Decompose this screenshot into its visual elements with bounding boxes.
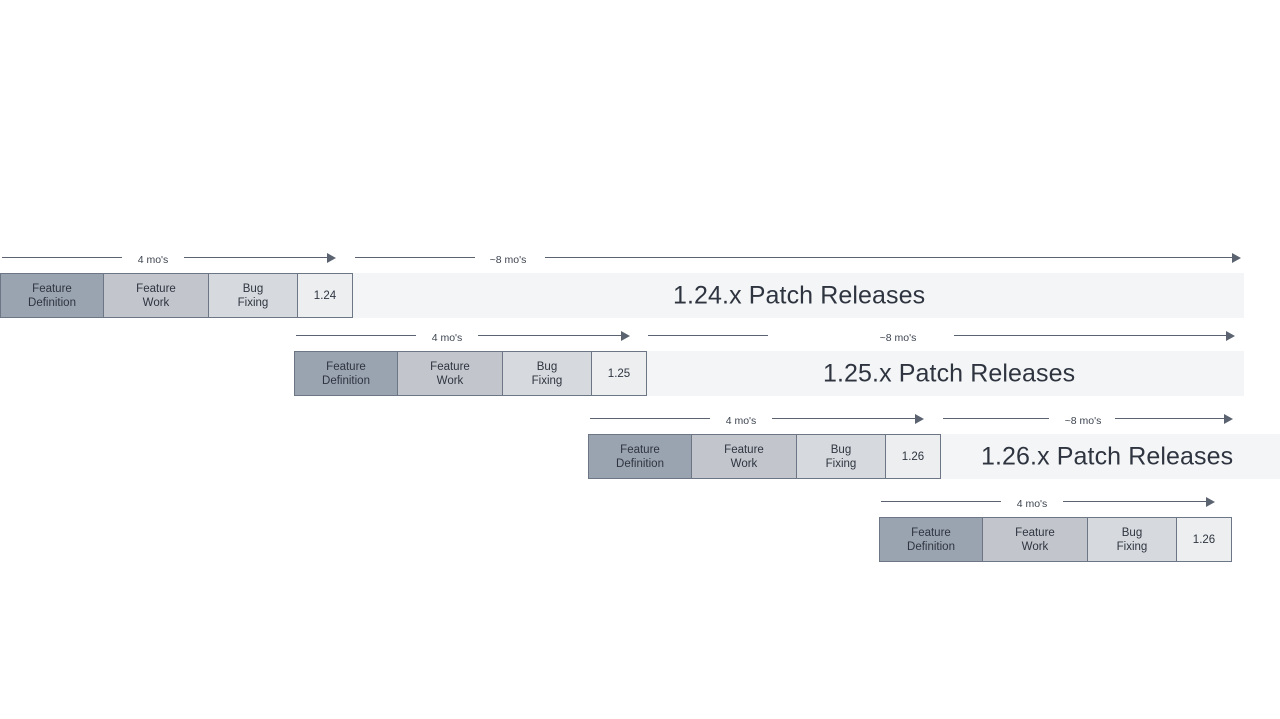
dev-duration-label: 4 mo's bbox=[428, 333, 466, 343]
measure-line-right bbox=[478, 335, 622, 336]
phase-label-line1: Feature bbox=[32, 282, 72, 295]
phase-bug-fixing-124[interactable]: Bug Fixing bbox=[209, 274, 298, 317]
phase-feature-definition-125[interactable]: Feature Definition bbox=[295, 352, 398, 395]
version-label-126: 1.26 bbox=[901, 450, 925, 463]
phase-feature-definition-127[interactable]: Feature Definition bbox=[880, 518, 983, 561]
patch-duration-measure-124: ~8 mo's bbox=[355, 248, 1243, 266]
arrow-head-icon bbox=[1232, 252, 1241, 263]
version-label-127: 1.26 bbox=[1192, 533, 1216, 546]
arrow-head-icon bbox=[1226, 330, 1235, 341]
release-row-126: 4 mo's ~8 mo's 1.26.x Patch Releases Fea… bbox=[0, 409, 1280, 489]
phase-label-line1: Feature bbox=[326, 360, 366, 373]
arrow-head-icon bbox=[1224, 413, 1233, 424]
dev-duration-label: 4 mo's bbox=[722, 416, 760, 426]
patch-release-label-126: 1.26.x Patch Releases bbox=[981, 442, 1234, 470]
phase-label-line1: Bug bbox=[242, 282, 264, 295]
phase-bar-125: Feature Definition Feature Work Bug Fixi… bbox=[294, 351, 647, 396]
dev-duration-label: 4 mo's bbox=[134, 255, 172, 265]
patch-release-band-125: 1.25.x Patch Releases bbox=[646, 351, 1244, 396]
phase-label-line1: Feature bbox=[620, 443, 660, 456]
patch-duration-measure-126: ~8 mo's bbox=[943, 409, 1244, 427]
phase-label-line1: Feature bbox=[430, 360, 470, 373]
measure-line-right bbox=[545, 257, 1234, 258]
measure-line-left bbox=[648, 335, 768, 336]
patch-release-label-124: 1.24.x Patch Releases bbox=[673, 281, 926, 309]
dev-duration-measure-124: 4 mo's bbox=[0, 248, 345, 266]
patch-duration-label: ~8 mo's bbox=[486, 255, 530, 265]
measure-line-left bbox=[943, 418, 1049, 419]
phase-label-line2: Definition bbox=[907, 540, 955, 553]
phase-label-line2: Work bbox=[142, 296, 170, 309]
dev-duration-measure-126: 4 mo's bbox=[588, 409, 933, 427]
phase-label-line2: Definition bbox=[28, 296, 76, 309]
phase-feature-work-124[interactable]: Feature Work bbox=[104, 274, 209, 317]
arrow-head-icon bbox=[621, 330, 630, 341]
phase-label-line1: Feature bbox=[136, 282, 176, 295]
measure-line-right bbox=[1115, 418, 1225, 419]
phase-bug-fixing-126[interactable]: Bug Fixing bbox=[797, 435, 886, 478]
phase-version-126[interactable]: 1.26 bbox=[886, 435, 940, 478]
measure-line-right bbox=[1063, 501, 1207, 502]
patch-duration-label: ~8 mo's bbox=[1061, 416, 1105, 426]
dev-duration-measure-125: 4 mo's bbox=[294, 326, 639, 344]
phase-label-line1: Feature bbox=[724, 443, 764, 456]
phase-label-line2: Work bbox=[436, 374, 464, 387]
arrow-head-icon bbox=[327, 252, 336, 263]
phase-label-line2: Definition bbox=[616, 457, 664, 470]
measure-line-right bbox=[954, 335, 1228, 336]
phase-bug-fixing-127[interactable]: Bug Fixing bbox=[1088, 518, 1177, 561]
arrow-head-icon bbox=[915, 413, 924, 424]
patch-release-label-125: 1.25.x Patch Releases bbox=[823, 359, 1076, 387]
phase-label-line1: Bug bbox=[536, 360, 558, 373]
patch-release-band-126: 1.26.x Patch Releases bbox=[940, 434, 1280, 479]
release-row-127: 4 mo's Feature Definition Feature Work B… bbox=[0, 492, 1280, 572]
version-label-124: 1.24 bbox=[313, 289, 337, 302]
patch-duration-measure-125: ~8 mo's bbox=[648, 326, 1244, 344]
phase-feature-work-127[interactable]: Feature Work bbox=[983, 518, 1088, 561]
phase-label-line2: Work bbox=[730, 457, 758, 470]
phase-version-125[interactable]: 1.25 bbox=[592, 352, 646, 395]
phase-label-line2: Fixing bbox=[531, 374, 563, 387]
arrow-head-icon bbox=[1206, 496, 1215, 507]
measure-line-right bbox=[184, 257, 328, 258]
phase-label-line2: Definition bbox=[322, 374, 370, 387]
phase-bar-126: Feature Definition Feature Work Bug Fixi… bbox=[588, 434, 941, 479]
phase-label-line1: Feature bbox=[911, 526, 951, 539]
phase-label-line1: Feature bbox=[1015, 526, 1055, 539]
measure-line-left bbox=[2, 257, 122, 258]
phase-version-127[interactable]: 1.26 bbox=[1177, 518, 1231, 561]
version-label-125: 1.25 bbox=[607, 367, 631, 380]
phase-feature-work-126[interactable]: Feature Work bbox=[692, 435, 797, 478]
phase-bar-124: Feature Definition Feature Work Bug Fixi… bbox=[0, 273, 353, 318]
phase-feature-work-125[interactable]: Feature Work bbox=[398, 352, 503, 395]
phase-label-line2: Work bbox=[1021, 540, 1049, 553]
dev-duration-measure-127: 4 mo's bbox=[879, 492, 1224, 510]
phase-feature-definition-126[interactable]: Feature Definition bbox=[589, 435, 692, 478]
patch-release-band-124: 1.24.x Patch Releases bbox=[352, 273, 1244, 318]
measure-line-right bbox=[772, 418, 916, 419]
phase-label-line2: Fixing bbox=[1116, 540, 1148, 553]
phase-label-line2: Fixing bbox=[237, 296, 269, 309]
phase-bug-fixing-125[interactable]: Bug Fixing bbox=[503, 352, 592, 395]
patch-duration-label: ~8 mo's bbox=[876, 333, 920, 343]
phase-label-line2: Fixing bbox=[825, 457, 857, 470]
release-row-124: 4 mo's ~8 mo's 1.24.x Patch Releases Fea… bbox=[0, 248, 1280, 328]
phase-label-line1: Bug bbox=[1121, 526, 1143, 539]
measure-line-left bbox=[296, 335, 416, 336]
phase-label-line1: Bug bbox=[830, 443, 852, 456]
phase-bar-127: Feature Definition Feature Work Bug Fixi… bbox=[879, 517, 1232, 562]
phase-version-124[interactable]: 1.24 bbox=[298, 274, 352, 317]
dev-duration-label: 4 mo's bbox=[1013, 499, 1051, 509]
phase-feature-definition-124[interactable]: Feature Definition bbox=[1, 274, 104, 317]
measure-line-left bbox=[355, 257, 475, 258]
measure-line-left bbox=[881, 501, 1001, 502]
release-row-125: 4 mo's ~8 mo's 1.25.x Patch Releases Fea… bbox=[0, 326, 1280, 406]
measure-line-left bbox=[590, 418, 710, 419]
